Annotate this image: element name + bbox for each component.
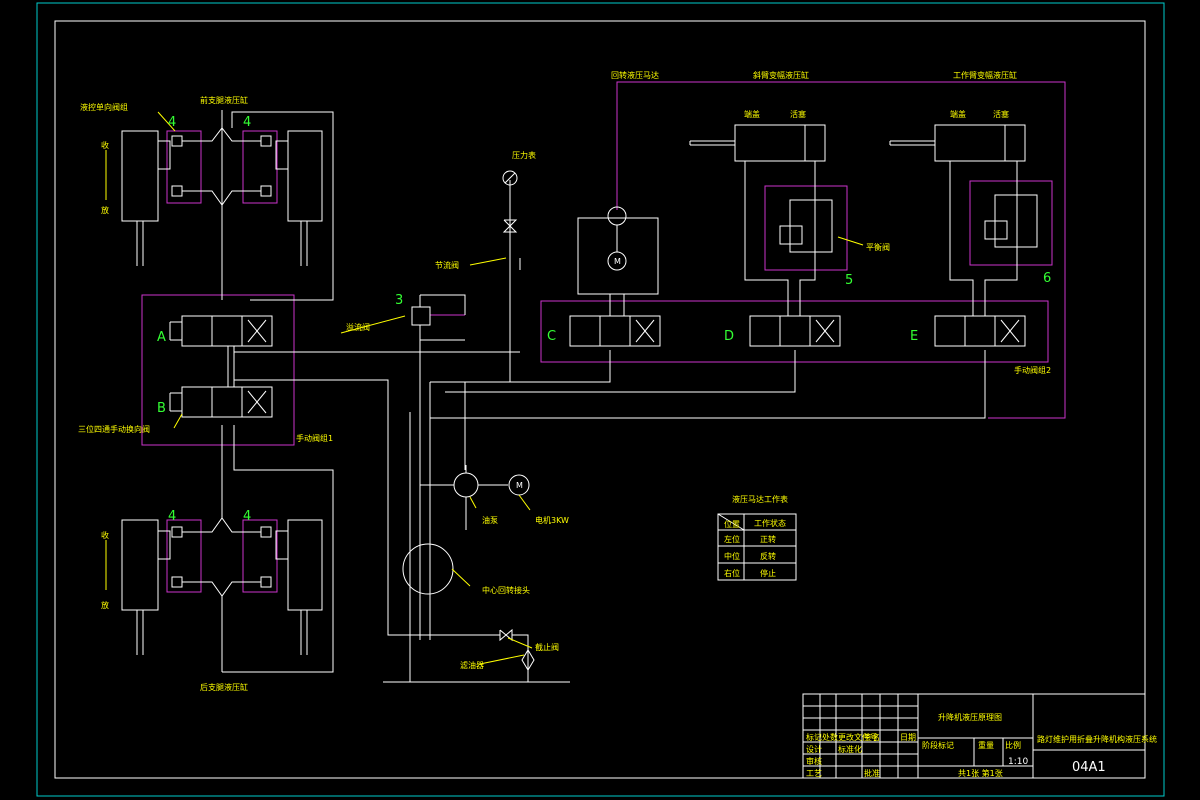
drawing-name: 升降机液压原理图 (938, 712, 1002, 722)
work-cylinder-label: 工作臂变幅液压缸 (953, 70, 1017, 80)
table-row-1-position: 左位 (724, 534, 740, 544)
balance-valve-label: 平衡阀 (866, 242, 890, 252)
scale-value: 1:10 (1008, 757, 1028, 767)
tb-cell-10: 批准 (864, 768, 880, 778)
lock-valve-number-4: 4 (243, 509, 251, 524)
stop-valve-label: 截止阀 (535, 642, 559, 652)
valve-letter-b: B (157, 401, 166, 416)
lock-valve-number-1: 4 (168, 115, 176, 130)
rear-cylinder-label: 后支腿液压缸 (200, 682, 248, 692)
lock-valve-number-3: 4 (168, 509, 176, 524)
table-header-position: 位置 (724, 519, 740, 529)
rod-label-c: 端盖 (950, 109, 966, 119)
table-row-3-state: 停止 (760, 568, 776, 578)
balance-valve-5-box (764, 185, 848, 271)
relief-valve-label: 溢流阀 (346, 322, 370, 332)
throttle-valve-label: 节流阀 (435, 260, 459, 270)
tb-cell-6: 设计 (806, 744, 822, 754)
electric-motor-symbol: M (516, 481, 523, 490)
balance-valve-6-number: 6 (1043, 271, 1051, 286)
rotary-joint-label: 中心回转接头 (482, 585, 530, 595)
project-name: 路灯维护用折叠升降机构液压系统 (1037, 734, 1157, 744)
title-block: 升降机液压原理图 路灯维护用折叠升降机构液压系统 比例 1:10 04A1 共1… (802, 693, 1157, 779)
scale-label: 比例 (1005, 740, 1021, 750)
valve-group-2-label: 手动阀组2 (1014, 365, 1051, 375)
pilot-lines (141, 81, 1066, 593)
balance-valve-5-number: 5 (845, 273, 853, 288)
lock-valve-number-2: 4 (243, 115, 251, 130)
drawing-code: 04A1 (1072, 760, 1106, 775)
lock-valve-box-1 (166, 130, 202, 204)
tb-cell-8: 审核 (806, 756, 822, 766)
valve-letter-a: A (157, 330, 166, 345)
electric-motor-label: 电机3KW (535, 515, 569, 525)
filter-label: 滤油器 (460, 660, 484, 670)
retract-label-2: 收 (101, 530, 109, 540)
tb-cell-7: 标准化 (838, 744, 862, 754)
table-row-1-state: 正转 (760, 534, 776, 544)
rotary-motor-label: 回转液压马达 (611, 70, 659, 80)
valve-group-1-label: 手动阀组1 (296, 433, 333, 443)
valve-letter-c: C (547, 329, 556, 344)
valve-group-1-box (141, 294, 295, 446)
tb-cell-11: 阶段标记 (922, 740, 954, 750)
pump-label: 油泵 (482, 515, 498, 525)
three-position-valve-label: 三位四通手动换向阀 (78, 424, 150, 434)
lock-valve-box-4 (242, 519, 278, 593)
extend-label-2: 放 (101, 600, 109, 610)
lock-valve-label: 液控单向阀组 (80, 102, 128, 112)
inner-frame (54, 20, 1146, 779)
labels: 前支腿液压缸 后支腿液压缸 液控单向阀组 收 放 收 放 三位四通手动换向阀 手… (78, 70, 1051, 692)
pressure-gauge-label: 压力表 (512, 150, 536, 160)
extend-label-1: 放 (101, 205, 109, 215)
tb-cell-5: 日期 (900, 733, 916, 742)
lock-valve-box-2 (242, 130, 278, 204)
table-title: 液压马达工作表 (732, 494, 788, 504)
tb-cell-2: 处数 (822, 732, 838, 742)
tb-cell-4: 签名 (864, 732, 880, 742)
relief-valve-number: 3 (395, 293, 403, 308)
valve-letter-e: E (910, 329, 918, 344)
rod-label-b: 活塞 (790, 109, 806, 119)
tb-cell-9: 工艺 (806, 769, 822, 778)
balance-valve-6-box (969, 180, 1053, 266)
retract-label-1: 收 (101, 140, 109, 150)
tb-cell-12: 重量 (978, 740, 994, 750)
motor-work-table: 液压马达工作表 位置 工作状态 左位 正转 中位 反转 右位 停止 (717, 494, 797, 581)
outer-frame (36, 2, 1165, 797)
tb-cell-3: 更改文件号 (838, 732, 878, 742)
rod-label-d: 活塞 (993, 109, 1009, 119)
table-row-2-state: 反转 (760, 551, 776, 561)
table-row-3-position: 右位 (724, 568, 740, 578)
leader-lines (105, 111, 864, 665)
table-header-state: 工作状态 (754, 518, 786, 528)
hydraulic-motor-symbol: M (614, 257, 621, 266)
rod-label-a: 端盖 (744, 109, 760, 119)
tb-cell-1: 标记 (806, 732, 822, 742)
lock-valve-box-3 (166, 519, 202, 593)
table-row-2-position: 中位 (724, 551, 740, 561)
valve-letter-d: D (724, 329, 734, 344)
front-cylinder-label: 前支腿液压缸 (200, 95, 248, 105)
hydraulic-lines (121, 110, 1038, 683)
tilt-cylinder-label: 斜臂变幅液压缸 (753, 70, 809, 80)
sheet-number: 共1张 第1张 (958, 768, 1003, 778)
